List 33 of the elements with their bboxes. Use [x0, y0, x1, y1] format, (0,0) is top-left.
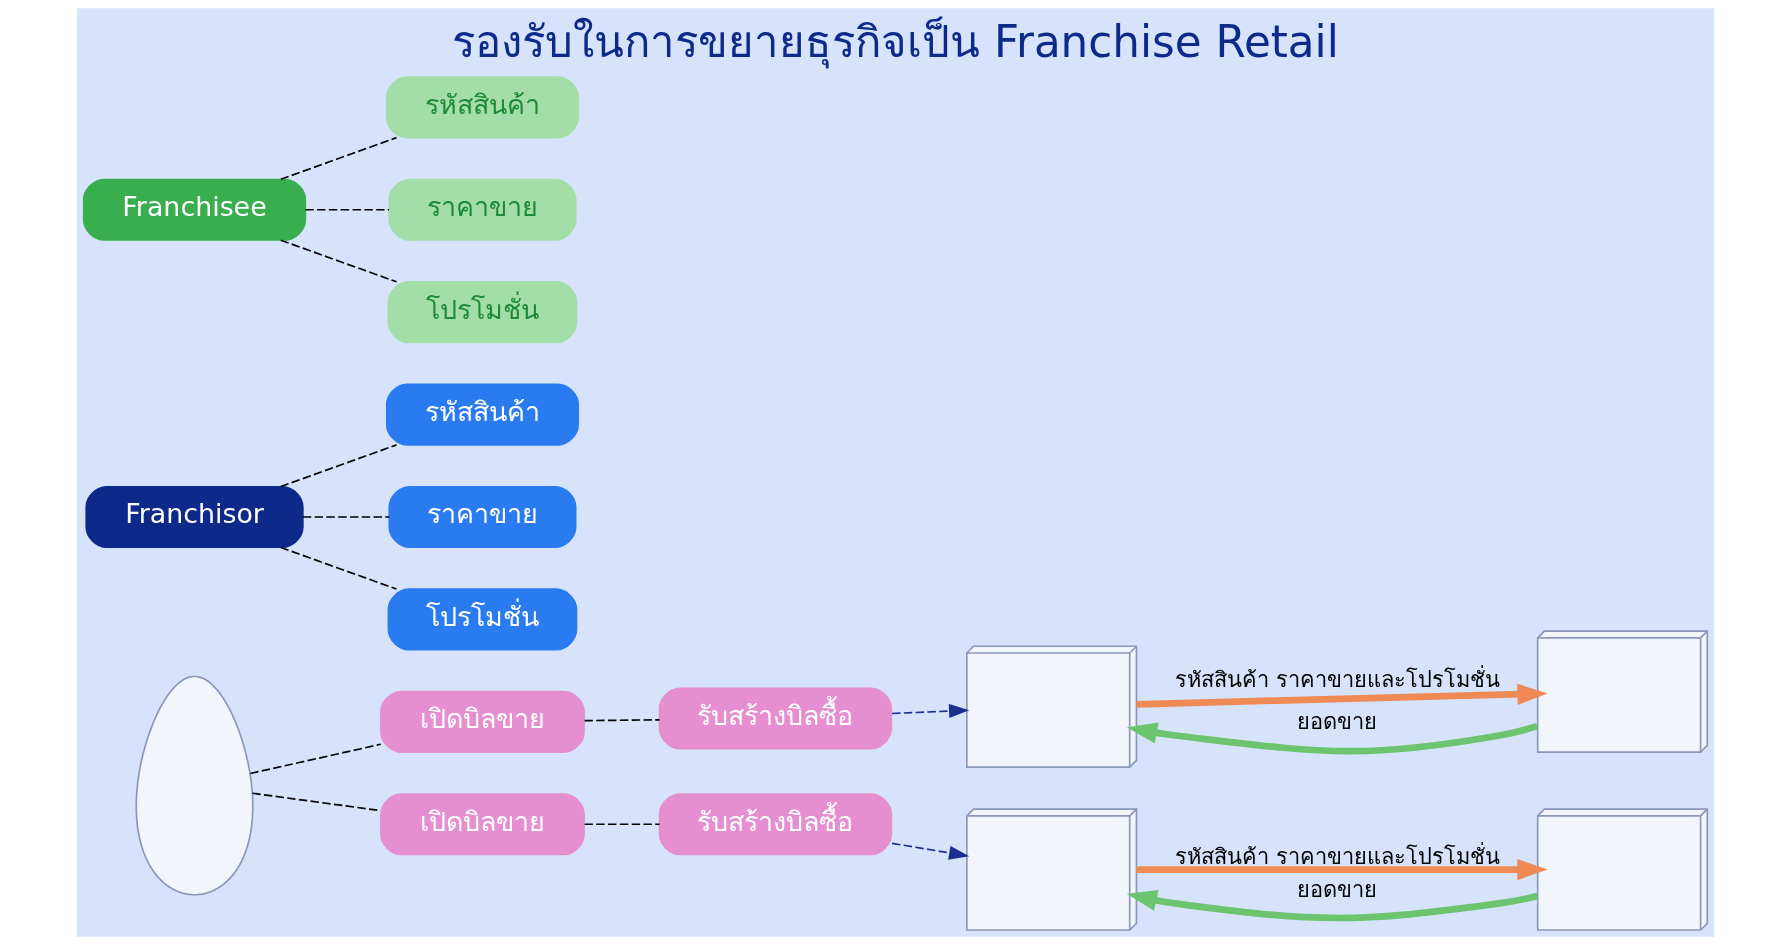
edge-label: รหัสสินค้า ราคาขายและโปรโมชั่น	[1174, 667, 1500, 693]
node-box: รับสร้างบิลซื้อ	[658, 793, 893, 856]
node-person	[135, 675, 254, 896]
connector	[583, 823, 661, 826]
connector	[249, 743, 382, 775]
connector	[583, 718, 661, 722]
connector	[280, 546, 398, 590]
node-box: รับสร้างบิลซื้อ	[658, 687, 893, 750]
arrow	[1126, 890, 1539, 922]
node-box: ราคาขาย	[388, 485, 577, 549]
node-box: รหัสสินค้า	[385, 383, 579, 446]
node-box: Franchisee	[82, 178, 307, 241]
arrow	[1136, 683, 1548, 708]
node-box: โปรโมชั่น	[387, 588, 578, 651]
connector	[280, 444, 398, 488]
node-box: รหัสสินค้า	[385, 76, 579, 139]
arrow	[891, 842, 970, 860]
node-box: เปิดบิลขาย	[380, 690, 585, 753]
arrow	[1136, 858, 1548, 881]
connector	[302, 516, 391, 518]
connector	[304, 208, 390, 211]
arrow	[1126, 722, 1539, 755]
node-box: เปิดบิลขาย	[380, 793, 585, 856]
edge-label: ยอดขาย	[1297, 709, 1378, 735]
node-box: Franchisor	[85, 485, 304, 549]
connector	[280, 239, 398, 283]
connector	[280, 136, 398, 181]
diagram-title: รองรับในการขยายธุรกิจเป็น Franchise Retail	[452, 15, 1339, 67]
arrow	[891, 704, 970, 719]
node-box: โปรโมชั่น	[387, 281, 578, 344]
edge-label: ยอดขาย	[1297, 877, 1378, 903]
node-box: ราคาขาย	[388, 178, 577, 241]
edge-label: รหัสสินค้า ราคาขายและโปรโมชั่น	[1174, 843, 1500, 869]
